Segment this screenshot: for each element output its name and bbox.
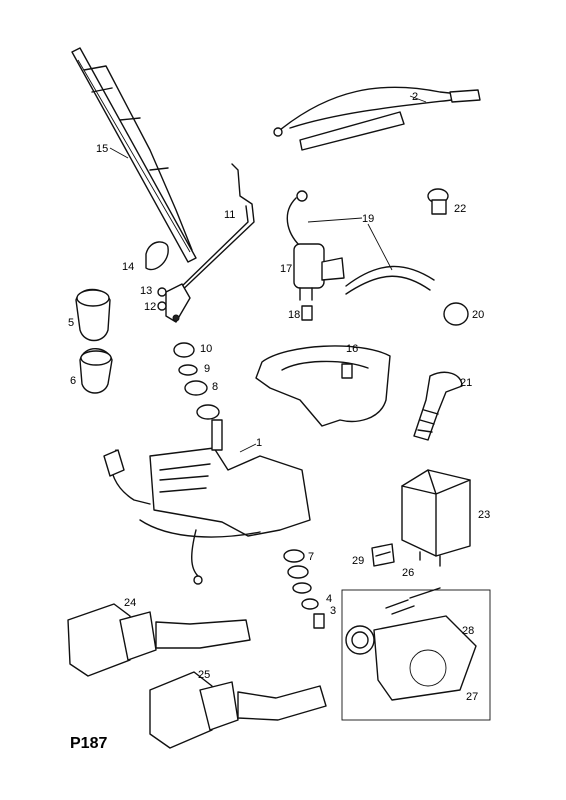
callout-22: 22 [454, 203, 466, 215]
washer-7c-part [292, 582, 312, 594]
washer-part [157, 301, 167, 311]
callout-7: 7 [308, 551, 314, 563]
seal-8-part [184, 380, 208, 396]
callout-4: 4 [326, 593, 332, 605]
ignition-switch-part [345, 587, 477, 701]
callout-19: 19 [362, 213, 374, 225]
callout-1: 1 [256, 437, 262, 449]
callout-5: 5 [68, 317, 74, 329]
boot-6-part [79, 348, 113, 394]
callout-17: 17 [280, 263, 292, 275]
relay-box-part [401, 469, 471, 567]
stalk-switch-25-part [149, 671, 327, 749]
callout-13: 13 [140, 285, 152, 297]
callout-24: 24 [124, 597, 136, 609]
callout-16: 16 [346, 343, 358, 355]
grommet-20-part [443, 302, 469, 326]
callout-11: 11 [224, 209, 235, 221]
stalk-switch-24-part [67, 603, 251, 677]
arm-cap-part [145, 241, 169, 271]
callout-3: 3 [330, 605, 336, 617]
callout-2: 2 [412, 91, 418, 103]
callout-8: 8 [212, 381, 218, 393]
callout-23: 23 [478, 509, 490, 521]
callout-20: 20 [472, 309, 484, 321]
washer-4-part [301, 598, 319, 610]
plug-part [301, 305, 313, 321]
switch-29-part [371, 543, 395, 567]
callout-26: 26 [402, 567, 414, 579]
wiper-blade-part [71, 47, 197, 263]
wiper-motor-part [103, 419, 311, 585]
washer-hose-part [286, 190, 435, 295]
callout-29: 29 [352, 555, 364, 567]
washer-7b-part [287, 565, 309, 579]
callout-9: 9 [204, 363, 210, 375]
nut-part [157, 287, 167, 297]
kit-bracket-box [341, 589, 491, 721]
cap-10-part [173, 342, 195, 358]
callout-12: 12 [144, 301, 156, 313]
callout-25: 25 [198, 669, 210, 681]
page-code: P187 [70, 735, 107, 752]
washer-pump-part [293, 243, 345, 301]
callout-6: 6 [70, 375, 76, 387]
cable-part [273, 86, 481, 151]
washer-8b-part [196, 404, 220, 420]
hose-elbow-part [413, 371, 463, 441]
callout-14: 14 [122, 261, 134, 273]
seal-9-part [178, 364, 198, 376]
washer-7-part [283, 549, 305, 563]
boot-5-part [75, 288, 111, 342]
grommet-part [427, 188, 449, 215]
nut-3-part [313, 613, 325, 629]
callout-10: 10 [200, 343, 212, 355]
wiper-arm-part [165, 163, 255, 323]
callout-21: 21 [460, 377, 472, 389]
callout-15: 15 [96, 143, 108, 155]
leader-lines [109, 95, 427, 453]
callout-27: 27 [466, 691, 478, 703]
callout-28: 28 [462, 625, 474, 637]
callout-18: 18 [288, 309, 300, 321]
reservoir-part [255, 345, 391, 427]
